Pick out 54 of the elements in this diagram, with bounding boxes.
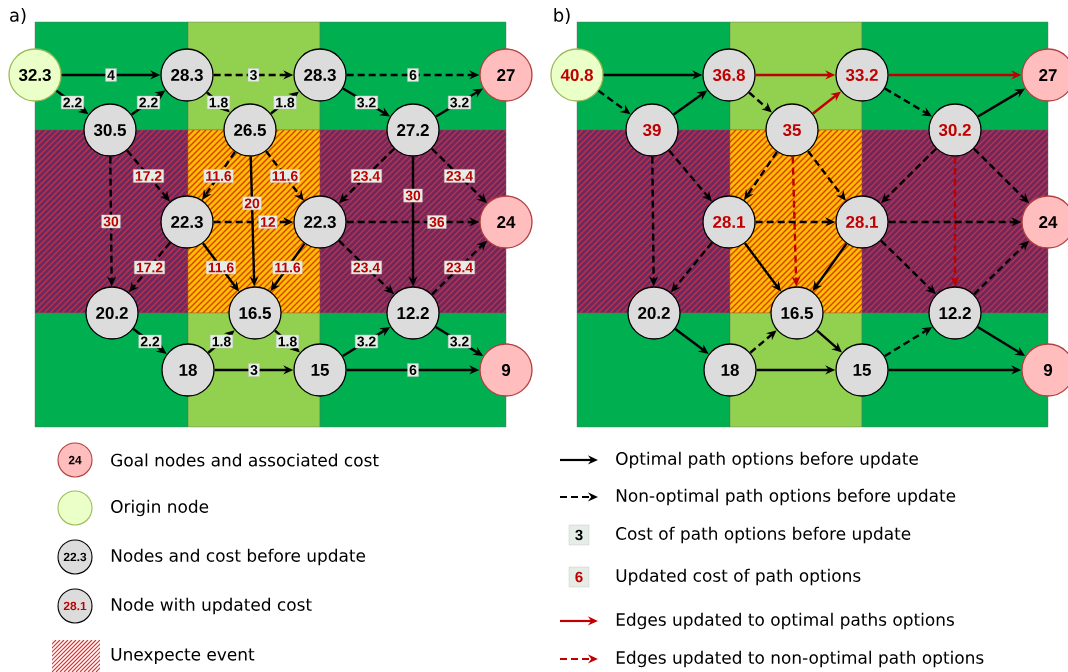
goal-node: 24 [479,195,533,249]
edge-label: 23.4 [444,169,475,183]
goal-node: 27 [1021,48,1068,102]
edge-label: 11.6 [203,169,234,183]
legend-label: Origin node [111,499,209,517]
goal-node: 27 [479,48,533,102]
legend-label: Non-optimal path options before update [616,488,956,506]
legend-label: Edges updated to optimal paths options [616,612,954,630]
edge-label: 23.4 [351,169,382,183]
legend-label: Nodes and cost before update [111,548,366,566]
edge-label: 3 [248,363,260,377]
edge-label: 2.2 [61,95,84,110]
arrow [744,151,778,200]
edge-label: 1.8 [207,95,230,110]
edge-label: 12 [258,215,278,229]
edge-label: 1.8 [210,334,233,349]
goal-node: 9 [479,343,533,397]
edge-label: 30 [101,214,121,229]
legend-label: Node with updated cost [111,597,312,615]
edge-label: 30 [403,188,423,203]
edge-label: 3.2 [355,334,378,349]
edge-label: 23.4 [351,260,382,275]
panel-label: b) [554,8,570,24]
edge-label: 3 [247,68,260,82]
arrow [202,151,236,200]
edge-label: 11.6 [270,169,300,183]
origin-node: 40.8 [550,48,604,102]
edge-label: 6 [407,68,419,82]
edge-label: 17.2 [133,169,164,183]
edge-label: 6 [407,363,419,377]
edge-label: 2.2 [138,334,162,349]
goal-node: 24 [1021,195,1068,249]
edge-label: 11.6 [206,260,236,275]
legend-label: Goal nodes and associated cost [111,453,379,467]
panel-label: a) [10,8,26,24]
edge-label: 3.2 [355,95,378,110]
edge-label: 3.2 [448,95,471,110]
edge-label: 23.4 [444,260,475,275]
legend-label: Unexpecte event [111,648,255,664]
edge-label: 17.2 [134,260,165,275]
legend-label: Cost of path options before update [616,526,911,544]
edge-label: 2.2 [137,95,160,110]
edge-label: 1.8 [273,95,297,110]
legend-label: Updated cost of path options [616,568,861,586]
edge-label: 11.6 [272,260,303,275]
goal-node: 9 [1021,343,1068,397]
edge-label: 1.8 [276,334,299,349]
edge-label: 36 [427,215,447,229]
origin-node: 32.3 [8,48,62,102]
edge-label: 4 [105,68,117,82]
legend-label: Edges updated to non-optimal path options [616,650,984,668]
legend-label: Optimal path options before update [616,451,918,469]
edge-label: 3.2 [448,334,471,349]
edge-label: 20 [242,196,262,211]
